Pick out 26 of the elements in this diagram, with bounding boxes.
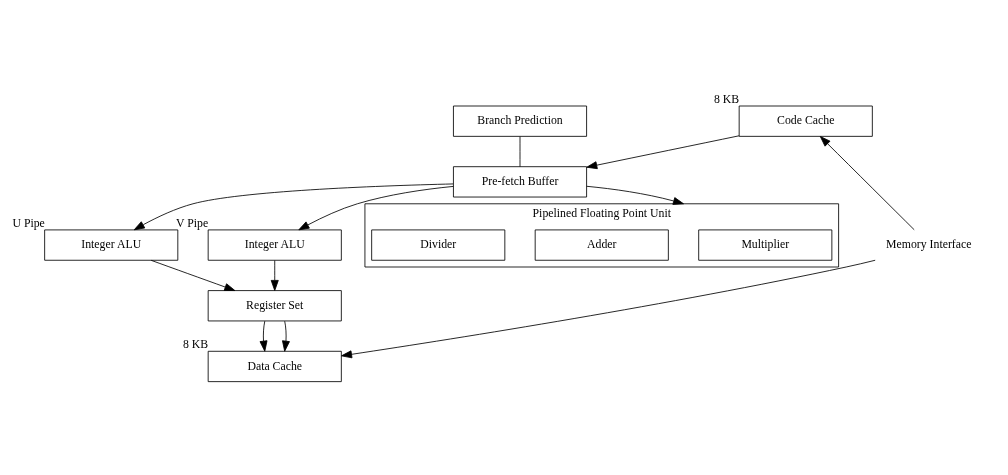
node-box: Code Cache <box>738 105 873 137</box>
arrow <box>133 183 454 231</box>
arrow <box>270 260 279 291</box>
node-label: U Pipe <box>12 215 45 230</box>
node-box: Data Cache <box>207 350 342 383</box>
node-box: Register Set <box>207 290 342 322</box>
node-label: 8 KB <box>182 337 209 352</box>
arrow <box>341 259 876 359</box>
arrow <box>586 135 740 170</box>
arrow <box>150 259 236 291</box>
connector <box>519 136 521 168</box>
node-box: Integer ALU <box>44 229 179 261</box>
node-box: Integer ALU <box>207 229 342 261</box>
arrow <box>586 185 684 205</box>
arrow <box>282 320 290 352</box>
node-box: Divider <box>371 229 506 261</box>
node-box: Multiplier <box>698 229 833 261</box>
arrow <box>819 136 915 231</box>
node-label: 8 KB <box>713 91 740 106</box>
node-box: Branch Prediction <box>453 105 587 137</box>
arrow <box>259 320 268 352</box>
node-box: Pre-fetch Buffer <box>453 166 587 198</box>
node-label: V Pipe <box>176 215 209 230</box>
node-box: Adder <box>534 229 669 261</box>
node-text: Memory Interface <box>886 237 972 252</box>
arrow <box>298 186 454 231</box>
